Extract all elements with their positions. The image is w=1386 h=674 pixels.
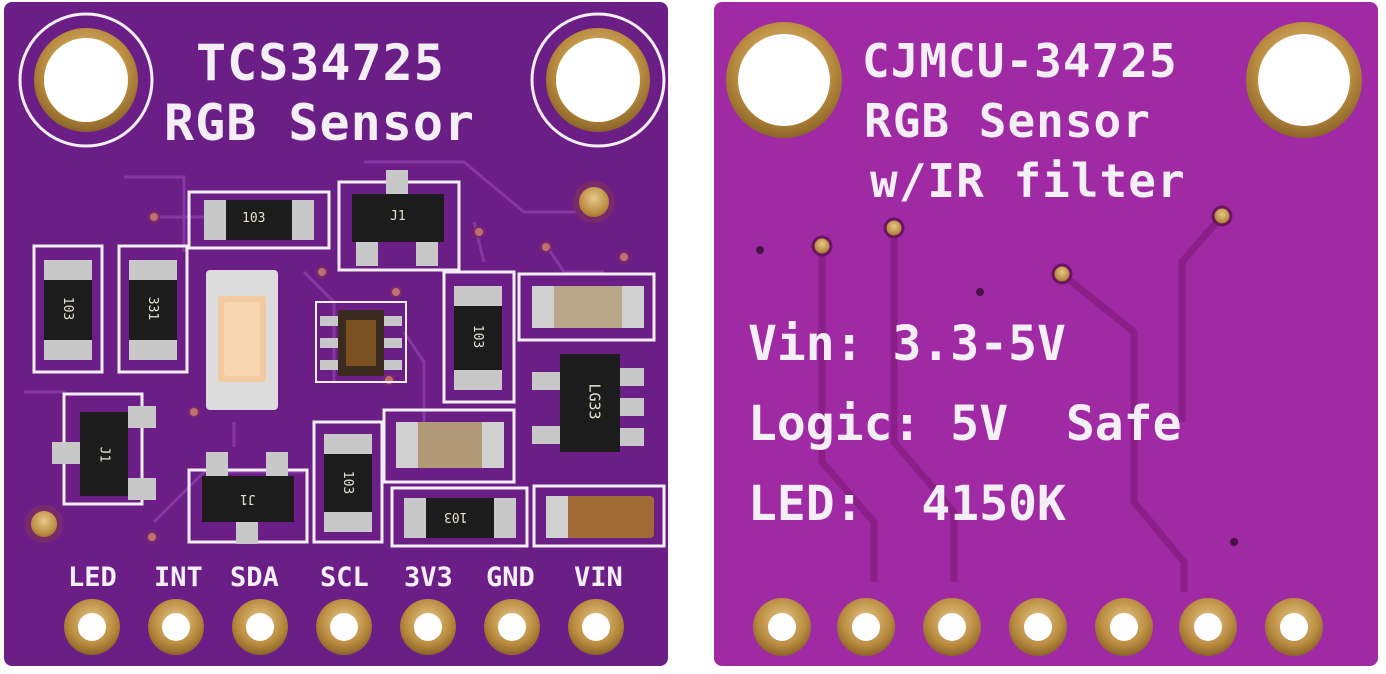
- mounting-hole-top-left: [18, 12, 154, 148]
- transistor-q2-label: J1: [96, 446, 112, 463]
- back-pin-pad-3: [923, 598, 981, 656]
- pin-pad-led: [64, 599, 120, 655]
- sensor-board-back: CJMCU-34725 RGB Sensor w/IR filter Vin: …: [714, 2, 1378, 666]
- sensor-board-front: TCS34725 RGB Sensor 103 103 331 103 103 …: [4, 2, 668, 666]
- regulator-label: LG33: [585, 383, 604, 420]
- pin-label-gnd: GND: [486, 562, 535, 593]
- back-title-line1: CJMCU-34725: [862, 34, 1178, 88]
- spec-logic: Logic: 5V Safe: [748, 396, 1182, 452]
- mounting-hole-top-right: [530, 12, 666, 148]
- resistor-r5-label: 103: [340, 470, 356, 495]
- resistor-r4-label: 103: [470, 324, 486, 349]
- transistor-q1-label: J1: [390, 209, 406, 224]
- resistor-r1-label: 103: [242, 211, 266, 226]
- pin-pad-3v3: [400, 599, 456, 655]
- pin-label-vin: VIN: [574, 562, 623, 593]
- pin-label-led: LED: [68, 562, 117, 593]
- back-pcb-artwork: [726, 22, 1362, 656]
- pin-pad-vin: [568, 599, 624, 655]
- front-pcb-artwork: [18, 12, 666, 655]
- resistor-r2-label: 103: [60, 296, 76, 321]
- back-mounting-hole-top-right: [1246, 22, 1362, 138]
- resistor-r3-label: 331: [145, 296, 161, 321]
- spec-led: LED: 4150K: [748, 476, 1066, 532]
- white-led: [206, 270, 278, 410]
- pin-label-scl: SCL: [320, 562, 369, 593]
- pin-label-3v3: 3V3: [404, 562, 453, 593]
- pin-pad-sda: [232, 599, 288, 655]
- spec-vin: Vin: 3.3-5V: [748, 316, 1066, 372]
- pin-pad-gnd: [484, 599, 540, 655]
- back-title-line3: w/IR filter: [870, 154, 1186, 208]
- tcs34725-sensor-chip: [315, 301, 407, 383]
- front-title-line2: RGB Sensor: [164, 94, 476, 152]
- back-pin-pad-5: [1095, 598, 1153, 656]
- lg33-regulator: [532, 354, 644, 452]
- resistor-r6-label: 103: [444, 509, 468, 524]
- pin-label-int: INT: [154, 562, 203, 593]
- back-pin-pad-4: [1009, 598, 1067, 656]
- pin-pad-int: [148, 599, 204, 655]
- front-title-line1: TCS34725: [196, 34, 445, 92]
- pin-label-sda: SDA: [230, 562, 279, 593]
- back-mounting-hole-top-left: [726, 22, 842, 138]
- back-title-line2: RGB Sensor: [864, 94, 1151, 148]
- back-pin-pad-1: [753, 598, 811, 656]
- back-pin-pad-2: [837, 598, 895, 656]
- transistor-q3-label: J1: [240, 491, 256, 506]
- pin-pad-scl: [316, 599, 372, 655]
- back-pin-pad-6: [1179, 598, 1237, 656]
- back-pin-pad-7: [1265, 598, 1323, 656]
